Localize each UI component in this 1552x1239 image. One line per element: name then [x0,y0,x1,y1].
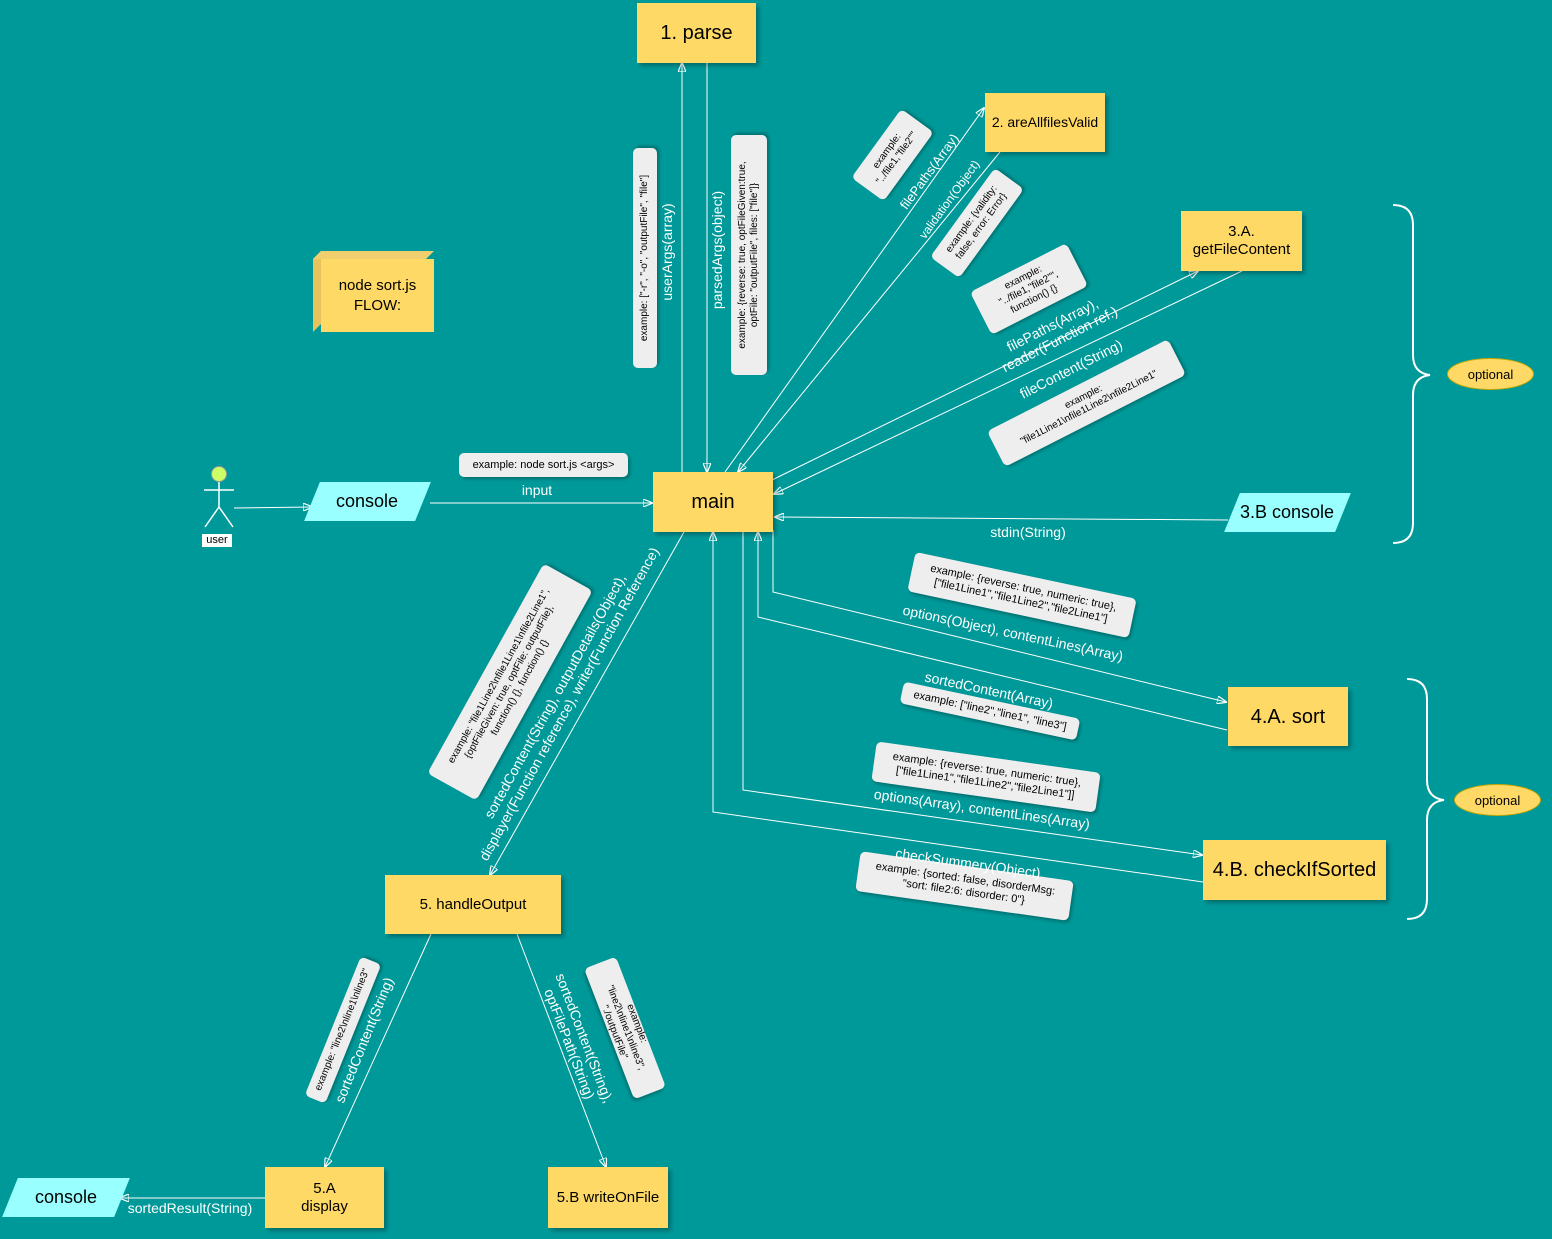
edge-validate-main [738,151,1001,472]
label-stdin: stdin(String) [990,523,1066,540]
note-user-args-example: example: ["-r", "-o", "outputFile", "fil… [633,148,657,368]
label-parsed-args: parsedArgs(object) [708,190,725,310]
node-are-all-files-valid: 2. areAllfilesValid [985,93,1105,152]
edge-check-main [713,532,1204,883]
brace-optional-bottom [1406,678,1445,920]
edge-sort-main [758,532,1228,731]
diagram-title-block: node sort.js FLOW: [313,251,434,332]
io-console-input-label: console [336,491,399,511]
user-actor-icon [204,466,234,528]
edge-getcontent-main [774,270,1243,494]
node-main: main [653,472,773,532]
io-console-stdin: 3.B console [1224,493,1351,532]
node-get-file-content: 3.A. getFileContent [1181,211,1302,271]
note-input-example: example: node sort.js <args> [459,453,628,477]
diagram-title: node sort.js FLOW: [321,259,434,332]
edge-main-getcontent [771,271,1198,481]
io-console-input: console [304,482,431,521]
node-parse: 1. parse [637,3,756,63]
optional-badge-bottom: optional [1454,784,1541,816]
label-user-args: userArgs(array) [658,203,675,301]
optional-badge-top: optional [1447,358,1534,390]
io-console-output-label: console [34,1187,98,1207]
io-console-output: console [2,1178,130,1217]
io-console-stdin-label: 3.B console [1240,502,1335,522]
label-sorted-result: sortedResult(String) [127,1199,253,1216]
label-input: input [521,481,553,498]
edge-stdin-main [775,517,1229,520]
node-check-if-sorted: 4.B. checkIfSorted [1203,840,1386,900]
edge-handleoutput-display [325,933,432,1167]
edge-main-sort [772,530,1226,702]
node-write-on-file: 5.B writeOnFile [548,1167,668,1228]
node-display: 5.A display [265,1167,384,1228]
edge-main-handleoutput [490,531,685,875]
edge-handleoutput-write [516,933,606,1167]
brace-optional-top [1392,204,1431,544]
edge-main-check [742,532,1202,855]
user-label: user [202,534,232,547]
node-handle-output: 5. handleOutput [385,875,561,934]
edge-user-console [233,507,312,508]
node-sort: 4.A. sort [1228,687,1348,746]
edge-main-validate [724,108,984,473]
note-parsed-args-example: example: {reverse: true, optFileGiven:tr… [731,135,767,375]
